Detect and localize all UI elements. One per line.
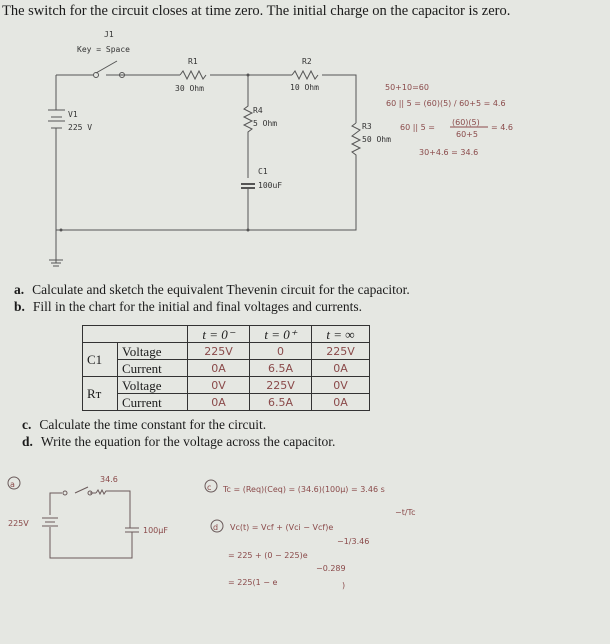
table-cell: 225V	[311, 342, 370, 360]
note-line2: 60 || 5 = (60)(5) / 60+5 = 4.6	[386, 99, 506, 108]
capacitor-voltage-equation: Vc(t) = Vcf + (Vci − Vcf)e	[230, 523, 333, 532]
question-c-text: Calculate the time constant for the circ…	[39, 417, 267, 432]
thevenin-capacitance: 100µF	[143, 526, 168, 535]
question-a: a. Calculate and sketch the equivalent Th…	[14, 282, 410, 298]
time-constant-equation: Tc = (Req)(Ceq) = (34.6)(100µ) = 3.46 s	[222, 485, 385, 494]
note-line2a: 60 || 5 =	[400, 123, 435, 132]
resistor-r3	[56, 122, 362, 231]
thevenin-source	[42, 517, 58, 527]
question-b: b. Fill in the chart for the initial and …	[14, 299, 362, 315]
table-cell: 0V	[311, 376, 370, 394]
question-c-label: c.	[22, 417, 32, 432]
row-label: Current	[117, 393, 188, 411]
table-cell: 0A	[187, 393, 250, 411]
row-label: Current	[117, 359, 188, 377]
switch-lever	[95, 60, 118, 74]
exponent-1: −t/Tc	[395, 508, 415, 517]
v1-value: 225 V	[68, 123, 92, 132]
exponent-3: −0.289	[316, 564, 346, 573]
note-line2-result: = 4.6	[491, 123, 513, 132]
table-cell: 0	[249, 342, 312, 360]
thevenin-circuit-sketch	[49, 486, 139, 559]
row-label: Voltage	[117, 342, 188, 360]
equation-step-3: = 225(1 − e	[228, 578, 278, 587]
note-line3: 30+4.6 = 34.6	[419, 148, 478, 157]
table-cell: 225V	[187, 342, 250, 360]
r4-label: R4	[253, 106, 263, 115]
note-line2-denominator: 60+5	[456, 130, 478, 139]
question-d-text: Write the equation for the voltage acros…	[40, 434, 336, 449]
r3-label: R3	[362, 122, 372, 131]
r3-value: 50 Ohm	[362, 135, 391, 144]
switch-key-label: Key = Space	[77, 45, 130, 54]
question-c: c. Calculate the time constant for the ci…	[22, 417, 266, 433]
group-rt: Rᴛ	[82, 376, 118, 411]
group-c1: C1	[82, 342, 118, 377]
thevenin-voltage: 225V	[8, 519, 29, 528]
problem-statement: The switch for the circuit closes at tim…	[2, 3, 511, 19]
ground-symbol	[49, 243, 63, 267]
header-t0-plus: t = 0⁺	[249, 325, 312, 343]
question-a-text: Calculate and sketch the equivalent Thev…	[32, 282, 410, 297]
resistor-r2	[291, 69, 319, 81]
voltage-current-chart: t = 0⁻ t = 0⁺ t = ∞ C1 Voltage 225V 0 22…	[82, 325, 370, 411]
closing-paren: )	[342, 581, 345, 590]
wire-top	[125, 74, 357, 123]
table-cell: 0A	[311, 393, 370, 411]
question-a-label: a.	[14, 282, 25, 297]
capacitor-c1	[241, 183, 255, 189]
answer-d-mark: d	[213, 523, 218, 532]
resistor-r1	[179, 69, 207, 81]
table-cell: 6.5A	[249, 359, 312, 377]
question-d: d. Write the equation for the voltage acr…	[22, 434, 335, 450]
table-row: Current 0A 6.5A 0A	[83, 393, 370, 411]
note-line2-numerator: (60)(5)	[452, 118, 480, 127]
thevenin-resistance: 34.6	[100, 475, 118, 484]
resistor-r4	[242, 75, 254, 178]
c1-label: C1	[258, 167, 268, 176]
table-row: C1 Voltage 225V 0 225V	[82, 342, 370, 377]
handwritten-notes: 50+10=60 60 || 5 = (60)(5) / 60+5 = 4.6 …	[385, 83, 513, 157]
answer-d-circle	[210, 519, 224, 533]
table-cell: 0V	[187, 376, 250, 394]
answer-c-circle	[204, 479, 218, 493]
header-t0-minus: t = 0⁻	[187, 325, 250, 343]
question-d-label: d.	[22, 434, 33, 449]
r2-label: R2	[302, 57, 312, 66]
row-label: Voltage	[117, 376, 188, 394]
r4-value: 5 Ohm	[253, 119, 277, 128]
table-row: Current 0A 6.5A 0A	[83, 359, 370, 377]
table-cell: 225V	[249, 376, 312, 394]
table-cell: 6.5A	[249, 393, 312, 411]
table-header-row: t = 0⁻ t = 0⁺ t = ∞	[82, 325, 370, 343]
r1-label: R1	[188, 57, 198, 66]
r2-value: 10 Ohm	[290, 83, 319, 92]
answer-c-mark: c	[207, 483, 211, 492]
question-b-text: Fill in the chart for the initial and fi…	[32, 299, 363, 314]
answer-a-mark: a	[10, 480, 15, 489]
note-line1: 50+10=60	[385, 83, 429, 92]
v1-label: V1	[68, 110, 78, 119]
switch-terminal	[93, 72, 99, 78]
table-cell: 0A	[187, 359, 250, 377]
answer-a-circle	[7, 476, 21, 490]
switch-terminal	[119, 72, 125, 78]
circuit-schematic: J1 Key = Space R1 30 Ohm R2 10 Ohm R4 5 …	[48, 30, 513, 267]
exponent-2: −1/3.46	[337, 537, 369, 546]
table-cell: 0A	[311, 359, 370, 377]
handwritten-answers: a 34.6 225V 100µF c Tc = (Req)(Ceq) = (3…	[7, 475, 415, 590]
header-t-infinity: t = ∞	[311, 325, 370, 343]
equation-step-2: = 225 + (0 − 225)e	[228, 551, 308, 560]
switch-label: J1	[104, 30, 114, 39]
c1-value: 100uF	[258, 181, 282, 190]
battery-v1	[48, 75, 65, 263]
question-b-label: b.	[14, 299, 25, 314]
r1-value: 30 Ohm	[175, 84, 204, 93]
table-row: Rᴛ Voltage 0V 225V 0V	[82, 376, 370, 411]
